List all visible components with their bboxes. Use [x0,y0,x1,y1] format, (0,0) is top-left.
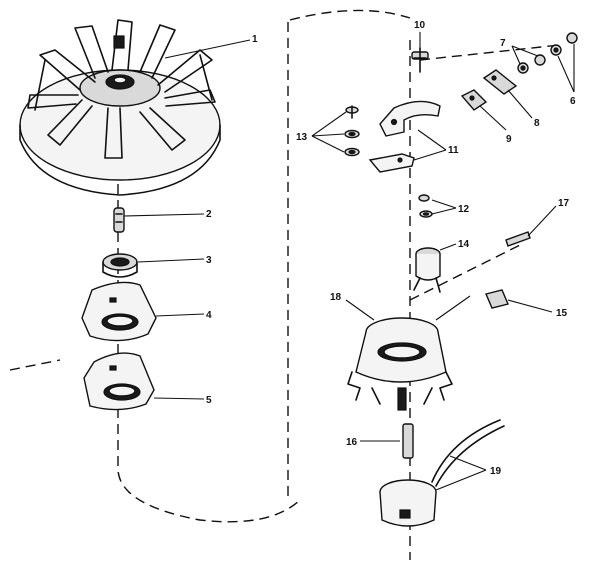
callout-17: 17 [558,198,570,209]
callout-19: 19 [490,466,502,477]
motor-cup-19-part [379,419,505,527]
shield-plate-upper-part [81,281,205,342]
nuts-washers-part [511,32,578,93]
callout-8: 8 [534,118,540,129]
motor-housing-18-part [345,295,471,411]
callout-18: 18 [330,292,342,303]
connector-17-part [505,205,557,247]
pad-15-part [485,289,553,313]
callout-14: 14 [458,239,470,250]
callout-10: 10 [414,20,426,31]
fan-flywheel-part [19,19,251,196]
callout-6: 6 [570,96,576,107]
shield-plate-lower-part [83,352,205,411]
callout-11: 11 [448,145,459,156]
callout-1: 1 [252,34,258,45]
bracket-11-part [368,100,447,173]
callout-3: 3 [206,255,212,266]
contact-block-9-part [460,89,507,131]
callout-labels: 1 2 3 4 5 6 7 8 9 10 11 12 13 14 15 16 1… [206,20,576,477]
callout-7: 7 [500,38,506,49]
callout-12: 12 [458,204,470,215]
callout-5: 5 [206,395,212,406]
callout-16: 16 [346,437,358,448]
callout-2: 2 [206,209,212,220]
bearing-ring-part [102,253,205,278]
shaft-16-part [360,423,414,459]
callout-13: 13 [296,132,308,143]
screw-10-part [411,32,429,73]
switch-14-part [413,243,457,293]
contact-plate-8-part [482,69,533,119]
roll-pin-part [113,207,205,233]
assembly-guide-lines [9,9,561,560]
callout-4: 4 [206,310,212,321]
callout-15: 15 [556,308,568,319]
screws-13-part [311,105,360,157]
callout-9: 9 [506,134,512,145]
screws-12-part [418,194,457,218]
